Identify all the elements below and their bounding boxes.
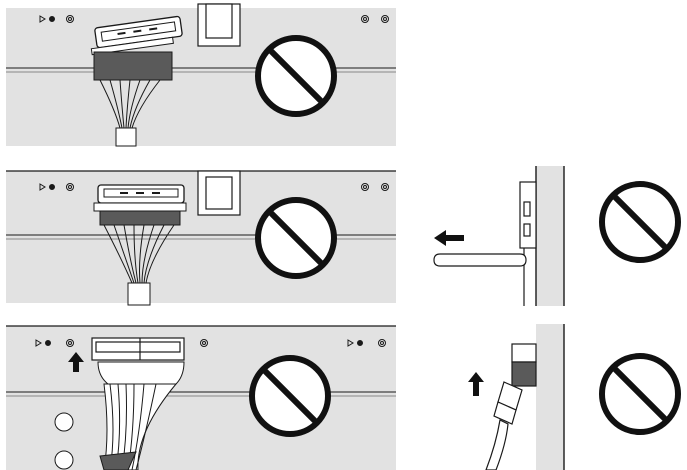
prohibited-icon — [599, 181, 681, 263]
arrow-up-icon — [468, 372, 484, 396]
side-cable — [485, 419, 509, 470]
socket — [197, 170, 241, 216]
straight-connector — [93, 184, 187, 212]
board-background — [6, 326, 396, 470]
panel-3-diagram — [6, 325, 396, 470]
cable-ribbon — [97, 361, 185, 470]
side-plug — [493, 381, 523, 425]
header-connector — [91, 337, 185, 361]
panel-2-diagram — [6, 170, 396, 306]
side-cable — [433, 253, 527, 267]
side-connector — [519, 181, 537, 306]
alignment-marks — [39, 15, 389, 23]
arrow-up-icon — [68, 352, 84, 372]
alignment-marks — [39, 183, 389, 191]
prohibited-icon — [255, 197, 337, 279]
holes — [54, 412, 74, 470]
side-connector — [511, 343, 537, 387]
cable-sheath — [99, 451, 137, 470]
panel-1-diagram — [6, 3, 396, 147]
side-view-2-diagram — [468, 324, 681, 470]
prohibited-icon — [249, 355, 331, 437]
cable-wires — [99, 79, 161, 129]
cable-wires — [103, 224, 175, 284]
connector-band — [93, 51, 173, 81]
connector-band — [99, 210, 181, 226]
prohibited-icon — [255, 35, 337, 117]
side-view-1-diagram — [433, 166, 681, 306]
prohibited-icon — [599, 353, 681, 435]
side-board — [536, 166, 564, 306]
alignment-marks — [35, 339, 386, 347]
cable-sheath — [115, 127, 137, 147]
cable-sheath — [127, 282, 151, 306]
socket — [197, 3, 241, 47]
angled-connector — [90, 15, 183, 56]
side-board — [536, 324, 564, 470]
arrow-left-icon — [434, 230, 464, 246]
